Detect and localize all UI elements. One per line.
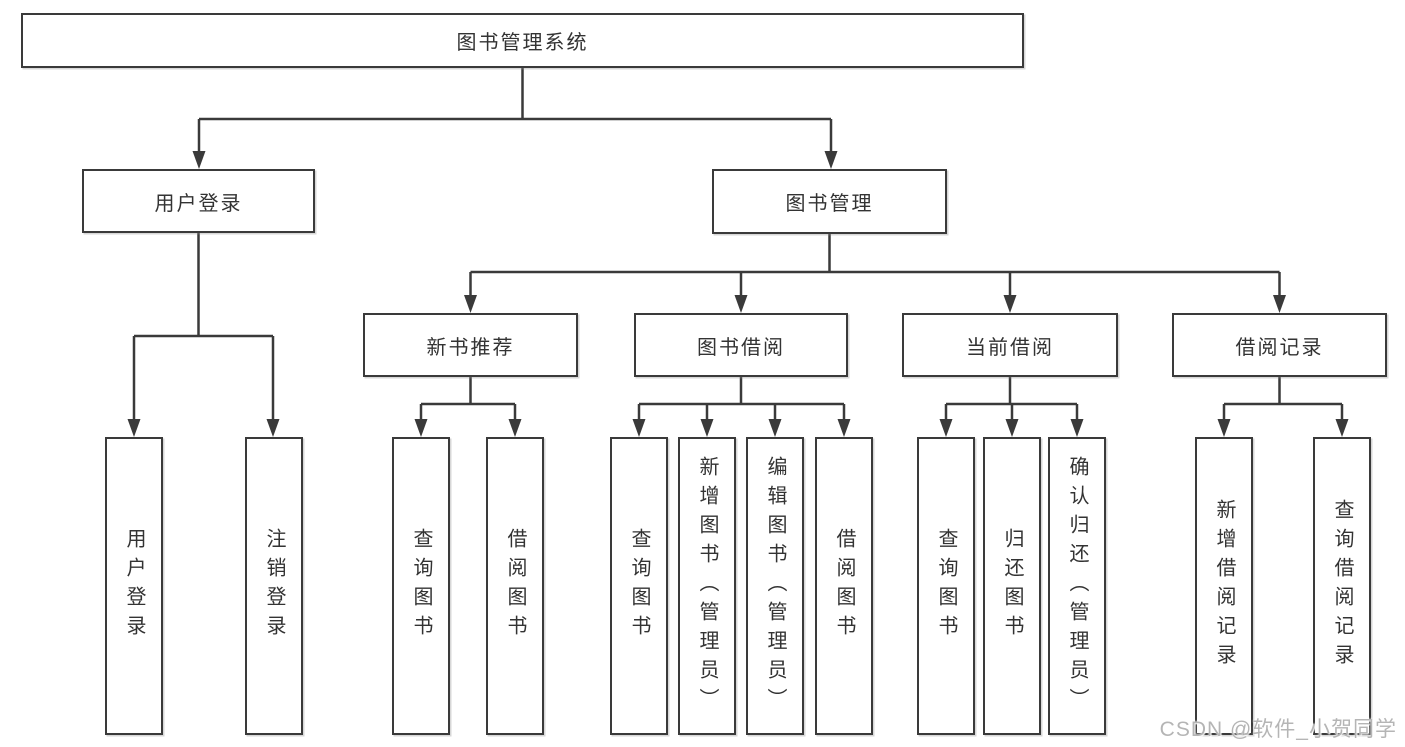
- leaf-current-query-books-label: 查询图书: [935, 528, 957, 644]
- connector-recommend: [419, 377, 517, 420]
- leaf-borrow-query-books-label: 查询图书: [628, 528, 650, 644]
- node-current-borrow-label: 当前借阅: [966, 336, 1054, 359]
- leaf-confirm-return-admin-label: 确认归还（管理员）: [1066, 455, 1088, 717]
- leaf-query-borrow-record-label: 查询借阅记录: [1331, 499, 1353, 673]
- connector-borrow: [637, 377, 846, 420]
- node-book-management-label: 图书管理: [785, 193, 874, 215]
- node-user-login-label: 用户登录: [154, 192, 243, 215]
- node-new-book-recommend: 新书推荐: [363, 313, 578, 377]
- leaf-add-book-admin-label: 新增图书（管理员）: [696, 455, 718, 717]
- leaf-add-book-admin: 新增图书（管理员）: [678, 437, 736, 735]
- leaf-add-borrow-record-label: 新增借阅记录: [1213, 499, 1235, 673]
- leaf-borrow-query-books: 查询图书: [610, 437, 668, 735]
- connector-root: [197, 68, 833, 152]
- leaf-user-login: 用户登录: [105, 437, 163, 735]
- connector-book-management: [469, 234, 1281, 296]
- leaf-return-books: 归还图书: [983, 437, 1041, 735]
- connector-records: [1222, 377, 1344, 420]
- connector-current: [944, 377, 1079, 420]
- node-system-root: 图书管理系统: [21, 13, 1024, 68]
- leaf-confirm-return-admin: 确认归还（管理员）: [1048, 437, 1106, 735]
- node-user-login: 用户登录: [82, 169, 315, 233]
- leaf-recommend-query-books-label: 查询图书: [410, 528, 432, 644]
- leaf-query-borrow-record: 查询借阅记录: [1313, 437, 1371, 735]
- node-borrow-records-label: 借阅记录: [1235, 336, 1324, 359]
- node-book-borrow: 图书借阅: [634, 313, 848, 377]
- node-system-root-label: 图书管理系统: [456, 32, 589, 54]
- leaf-edit-book-admin: 编辑图书（管理员）: [746, 437, 804, 735]
- node-book-borrow-label: 图书借阅: [697, 336, 785, 359]
- leaf-add-borrow-record: 新增借阅记录: [1195, 437, 1253, 735]
- leaf-return-books-label: 归还图书: [1001, 528, 1023, 644]
- leaf-edit-book-admin-label: 编辑图书（管理员）: [764, 455, 786, 717]
- csdn-watermark: CSDN @软件_小贺同学: [1159, 718, 1397, 741]
- leaf-borrow-books-label: 借阅图书: [833, 528, 855, 644]
- leaf-recommend-borrow-books-label: 借阅图书: [504, 528, 526, 644]
- leaf-recommend-borrow-books: 借阅图书: [486, 437, 544, 735]
- node-borrow-records: 借阅记录: [1172, 313, 1387, 377]
- leaf-logout: 注销登录: [245, 437, 303, 735]
- leaf-logout-label: 注销登录: [263, 528, 285, 644]
- node-book-management: 图书管理: [712, 169, 947, 234]
- leaf-recommend-query-books: 查询图书: [392, 437, 450, 735]
- leaf-user-login-label: 用户登录: [123, 528, 145, 644]
- leaf-current-query-books: 查询图书: [917, 437, 975, 735]
- connector-user-login: [132, 233, 275, 420]
- node-new-book-recommend-label: 新书推荐: [426, 336, 515, 359]
- node-current-borrow: 当前借阅: [902, 313, 1118, 377]
- leaf-borrow-books: 借阅图书: [815, 437, 873, 735]
